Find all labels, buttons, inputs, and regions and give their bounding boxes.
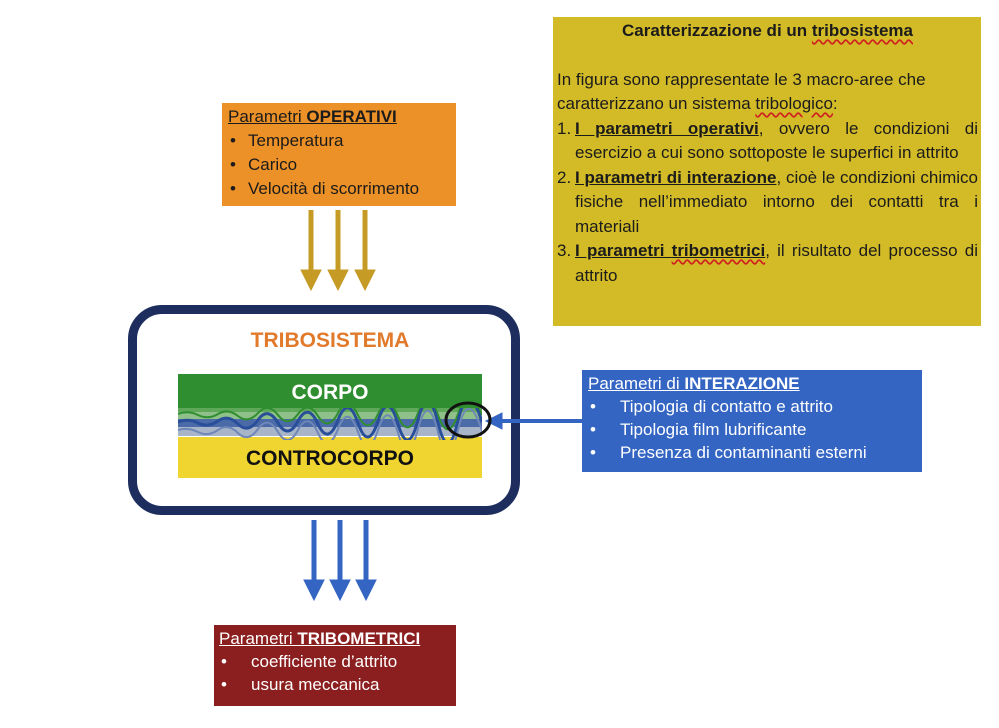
arrow-operativi-in (300, 210, 376, 292)
tribosistema-title: TRIBOSISTEMA (250, 329, 410, 352)
operativi-box: Parametri OPERATIVI Temperatura Carico V… (222, 103, 456, 206)
list-item: Tipologia di contatto e attrito (588, 395, 916, 418)
corpo-block: CORPO (178, 374, 482, 412)
interazione-title-keyword: INTERAZIONE (684, 374, 800, 393)
description-point-1: 1.I parametri operativi, ovvero le condi… (557, 117, 978, 166)
point-text: , ovvero le condizioni di esercizio a cu… (575, 118, 978, 163)
interazione-box: Parametri di INTERAZIONE Tipologia di co… (582, 370, 922, 472)
operativi-title-keyword: OPERATIVI (306, 107, 397, 126)
description-title-keyword: tribosistema (811, 21, 913, 40)
description-point-2: 2.I parametri di interazione, cioè le co… (557, 166, 978, 240)
operativi-title-prefix: Parametri (228, 107, 307, 126)
point-keyword-squiggle: tribometrici (671, 241, 766, 260)
point-number: 3. (557, 241, 572, 260)
list-item: Presenza di contaminanti esterni (588, 441, 916, 464)
tribometrici-list: coefficiente d’attrito usura meccanica (219, 650, 451, 696)
tribometrici-title-prefix: Parametri (219, 629, 298, 648)
operativi-list: Temperatura Carico Velocità di scorrimen… (228, 129, 450, 201)
tribometrici-title-keyword: TRIBOMETRICI (297, 629, 421, 648)
list-item: coefficiente d’attrito (219, 650, 451, 673)
point-keyword: I parametri operativi (575, 118, 759, 138)
arrow-tribometrici-out (303, 520, 377, 602)
description-list: 1.I parametri operativi, ovvero le condi… (557, 117, 978, 289)
description-intro: In figura sono rappresentate le 3 macro-… (557, 68, 978, 117)
point-text: , cioè le condizioni chimico fisiche nel… (575, 167, 978, 236)
interazione-list: Tipologia di contatto e attrito Tipologi… (588, 395, 916, 464)
description-panel: Caratterizzazione di un tribosistema In … (553, 17, 981, 326)
description-intro-keyword: tribologico (755, 94, 833, 113)
contact-highlight-circle (444, 401, 492, 439)
interazione-title: Parametri di INTERAZIONE (588, 372, 916, 395)
point-keyword: I parametri (575, 241, 672, 260)
description-point-3: 3.I parametri tribometrici, il risultato… (557, 239, 978, 288)
interazione-title-prefix: Parametri di (588, 374, 685, 393)
list-item: Temperatura (228, 129, 450, 153)
controcorpo-block: CONTROCORPO (178, 437, 482, 478)
description-title-text: Caratterizzazione di un (622, 21, 812, 40)
point-keyword: I parametri di interazione (575, 167, 777, 187)
list-item: Carico (228, 153, 450, 177)
arrow-interazione-in (484, 412, 582, 430)
point-number: 2. (557, 167, 572, 187)
operativi-title: Parametri OPERATIVI (228, 105, 450, 129)
description-intro-end: : (832, 94, 838, 113)
tribometrici-title: Parametri TRIBOMETRICI (219, 627, 451, 650)
point-text: , il risultato del processo di attrito (575, 241, 978, 285)
list-item: Velocità di scorrimento (228, 177, 450, 201)
tribometrici-box: Parametri TRIBOMETRICI coefficiente d’at… (214, 625, 456, 706)
contact-interface (178, 408, 482, 440)
list-item: usura meccanica (219, 673, 451, 696)
description-intro-text: In figura sono rappresentate le 3 macro-… (557, 69, 926, 114)
point-number: 1. (557, 118, 572, 138)
list-item: Tipologia film lubrificante (588, 418, 916, 441)
tribosistema-frame (128, 305, 520, 515)
description-title: Caratterizzazione di un tribosistema (557, 19, 978, 44)
